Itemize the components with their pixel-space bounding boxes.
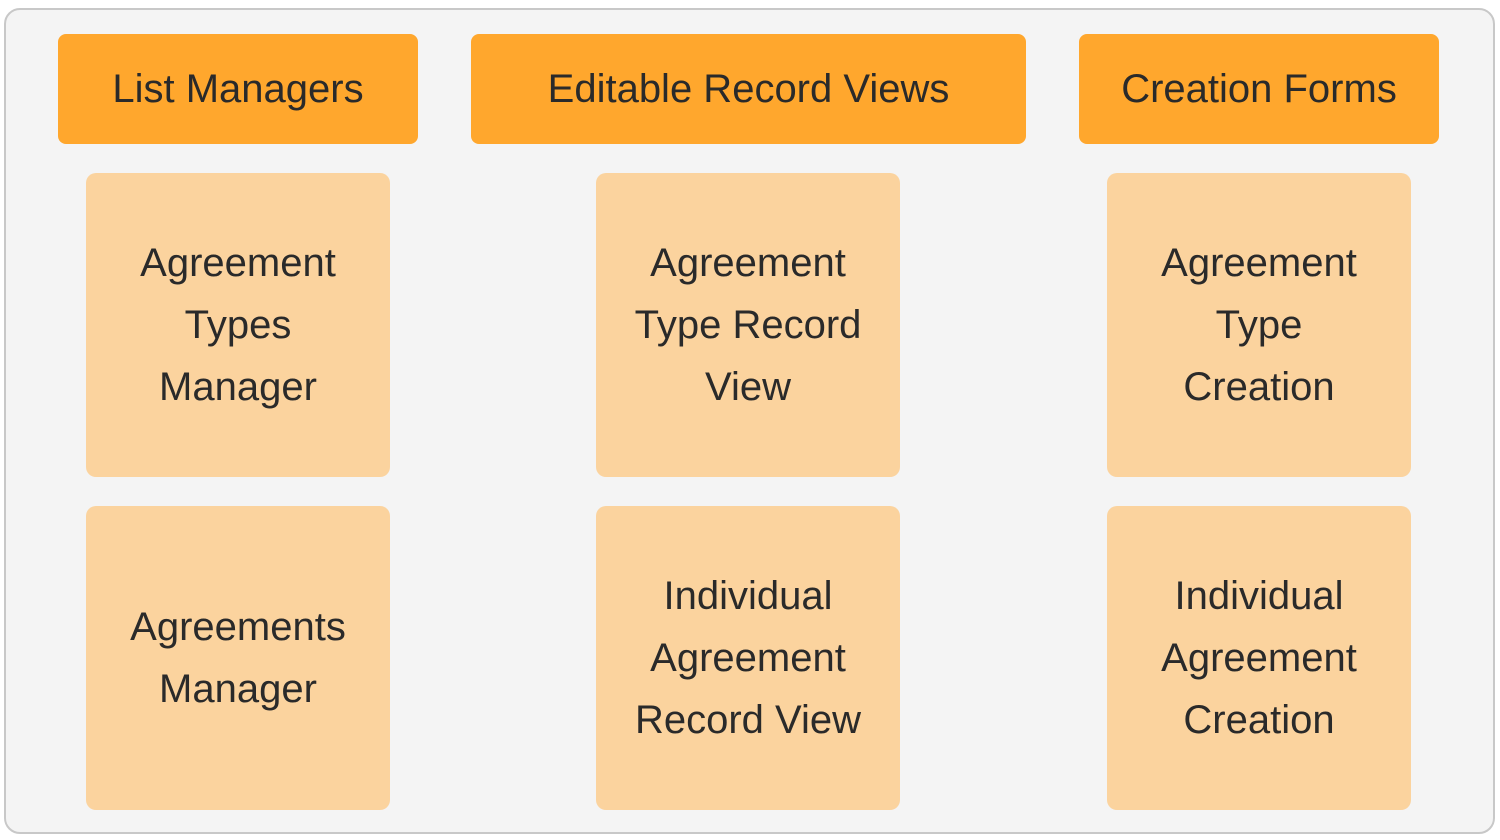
card-agreements-manager: Agreements Manager (86, 506, 390, 810)
diagram-canvas: List Managers Agreement Types Manager Ag… (4, 8, 1495, 834)
card-label: Agreement Types Manager (140, 241, 336, 409)
card-label: Agreement Type Record View (634, 241, 862, 409)
card-agreement-type-creation: Agreement Type Creation (1107, 173, 1411, 477)
card-label: Agreement Type Creation (1161, 241, 1357, 409)
card-agreement-types-manager: Agreement Types Manager (86, 173, 390, 477)
column-header-list-managers: List Managers (58, 34, 418, 144)
card-label: Agreements Manager (130, 605, 346, 711)
column-header-editable-record-views: Editable Record Views (471, 34, 1026, 144)
card-label: Individual Agreement Record View (634, 574, 862, 742)
card-individual-agreement-creation: Individual Agreement Creation (1107, 506, 1411, 810)
card-label: Individual Agreement Creation (1161, 574, 1357, 742)
card-individual-agreement-record-view: Individual Agreement Record View (596, 506, 900, 810)
card-agreement-type-record-view: Agreement Type Record View (596, 173, 900, 477)
column-header-creation-forms: Creation Forms (1079, 34, 1439, 144)
